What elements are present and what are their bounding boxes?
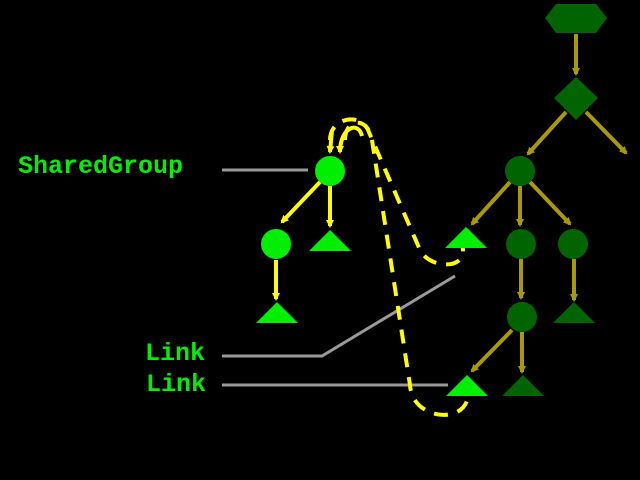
edge: [526, 110, 568, 156]
group-node: [507, 302, 537, 332]
leader-lines: [222, 168, 456, 387]
edge: [528, 180, 572, 226]
link-1-label: Link: [145, 339, 206, 368]
tree-edges: [470, 34, 628, 374]
link-2-node: [446, 375, 488, 396]
link-1-leader: [222, 274, 456, 358]
link-1-reference: [328, 117, 466, 267]
edge: [470, 180, 512, 226]
shared-group-edges: [272, 125, 364, 301]
link-1-node: [445, 227, 487, 248]
edge: [584, 110, 628, 155]
edge: [336, 125, 364, 154]
group-node: [558, 229, 588, 259]
leaf-triangle-node: [309, 230, 351, 251]
root-hexagon-node: [545, 4, 607, 33]
group-node: [261, 229, 291, 259]
tree-nodes: [502, 4, 607, 396]
edge: [470, 328, 514, 373]
group-node: [505, 156, 535, 186]
switch-diamond-node: [554, 77, 598, 120]
leaf-triangle-node: [553, 302, 595, 323]
edge: [326, 129, 335, 154]
link-2-reference: [343, 120, 470, 417]
edge: [280, 180, 322, 224]
shared-nodes: [256, 156, 488, 396]
shared-group-node: [315, 156, 345, 186]
link-2-label: Link: [146, 370, 207, 399]
leaf-triangle-node: [502, 375, 544, 396]
link-references: [328, 117, 470, 417]
group-node: [506, 229, 536, 259]
shared-group-label: SharedGroup: [18, 152, 184, 181]
leaf-triangle-node: [256, 302, 298, 323]
